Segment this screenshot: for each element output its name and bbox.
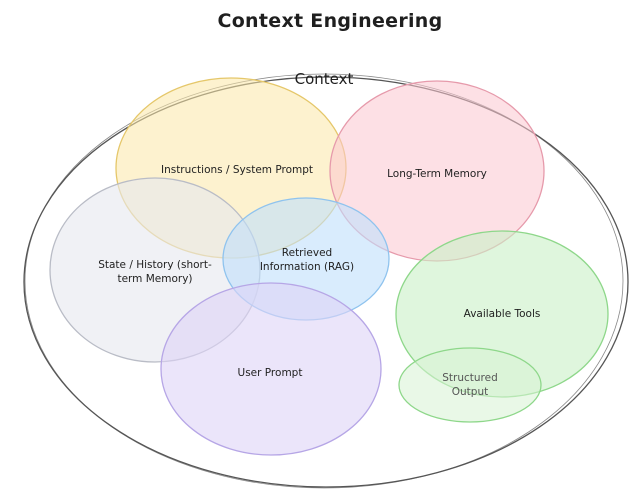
state-history-label-line1: State / History (short- bbox=[98, 259, 212, 271]
instructions-label: Instructions / System Prompt bbox=[161, 164, 313, 176]
available-tools-label: Available Tools bbox=[464, 308, 541, 320]
long-term-memory-label: Long-Term Memory bbox=[387, 168, 487, 180]
context-label: Context bbox=[295, 70, 354, 88]
diagram-title: Context Engineering bbox=[217, 10, 442, 32]
user-prompt-label: User Prompt bbox=[238, 367, 303, 379]
retrieved-information-label-line1: Retrieved bbox=[282, 247, 332, 259]
structured-output-label-line1: Structured bbox=[442, 372, 498, 384]
structured-output-region bbox=[398, 347, 542, 423]
structured-output-label-line2: Output bbox=[452, 386, 488, 398]
user-prompt-region bbox=[160, 282, 382, 456]
context-container bbox=[23, 73, 629, 489]
retrieved-information-label-line2: Information (RAG) bbox=[260, 261, 354, 273]
state-history-label-line2: term Memory) bbox=[117, 273, 192, 285]
